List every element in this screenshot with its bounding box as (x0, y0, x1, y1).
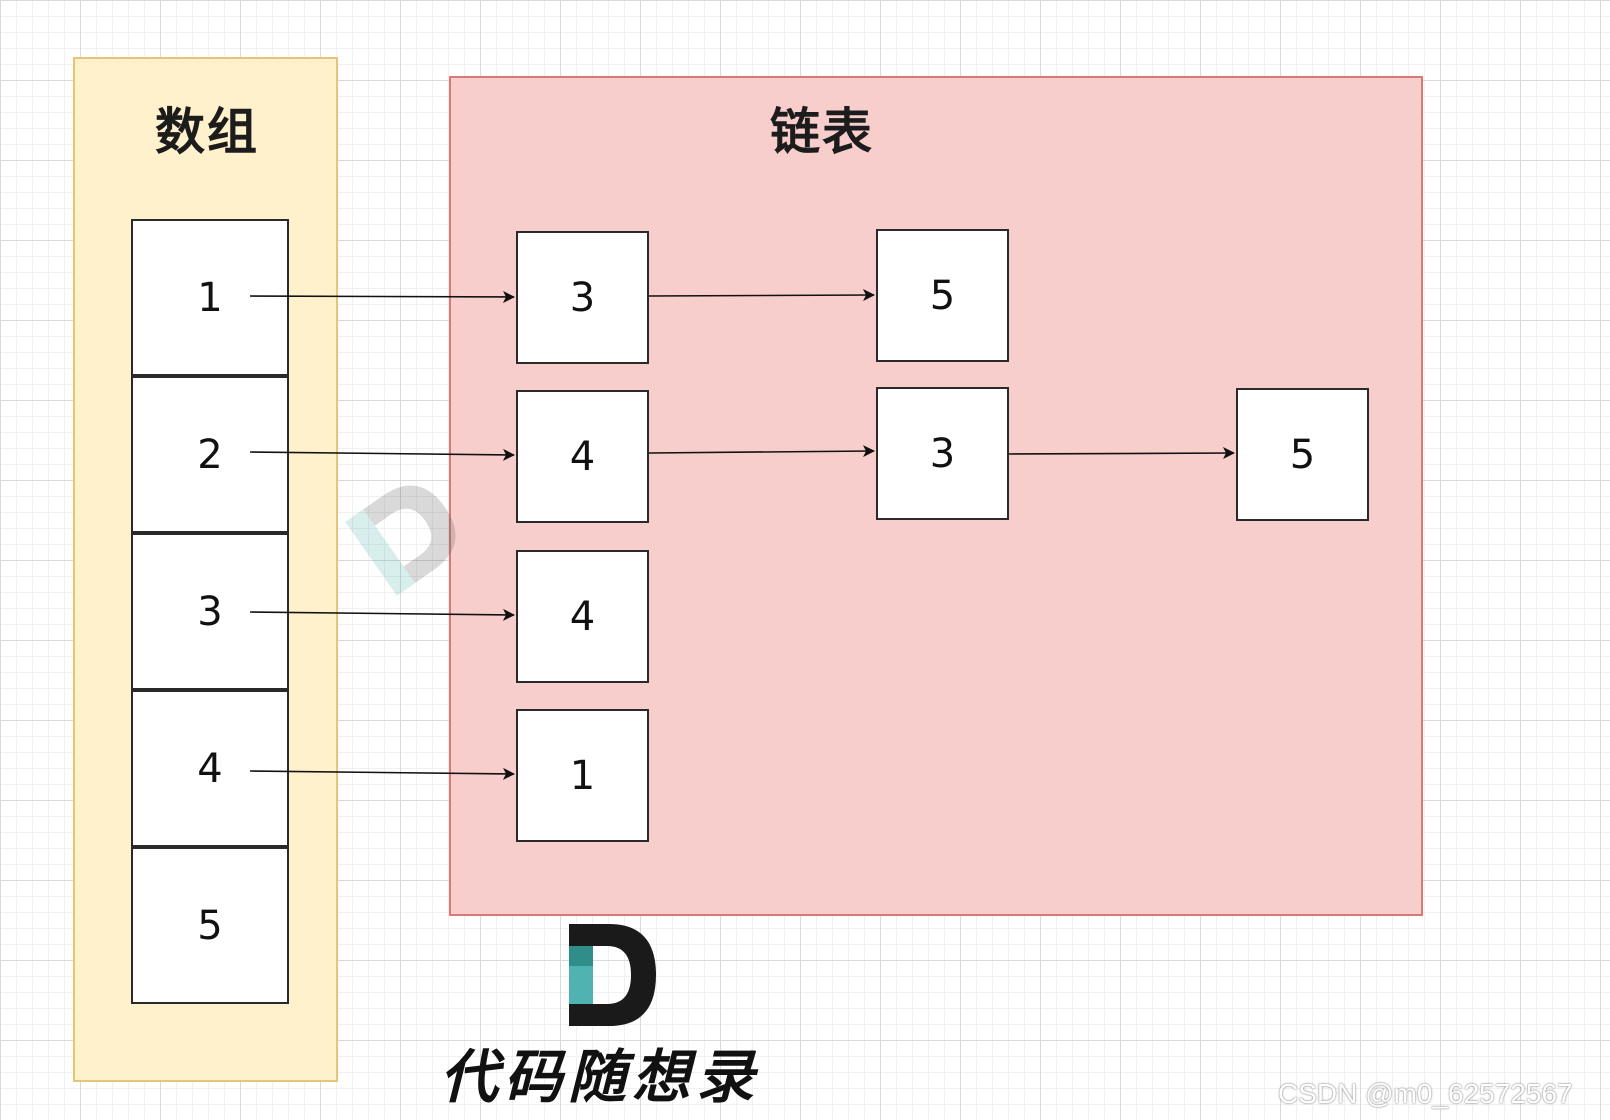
array-cell-3: 3 (131, 533, 289, 690)
list-node-row1-2: 5 (876, 229, 1009, 362)
list-node-row4-1: 1 (516, 709, 649, 842)
watermark-faint-logo (345, 485, 456, 596)
array-cell-5: 5 (131, 847, 289, 1004)
array-cell-1: 1 (131, 219, 289, 376)
list-node-row2-3: 5 (1236, 388, 1369, 521)
list-node-row2-1: 4 (516, 390, 649, 523)
array-title: 数组 (155, 103, 259, 161)
list-node-row3-1: 4 (516, 550, 649, 683)
watermark-logo-text: 代码随想录 (440, 1043, 761, 1111)
list-node-row1-1: 3 (516, 231, 649, 364)
linked-list-title: 链表 (770, 103, 874, 161)
watermark-logo-d-icon (569, 924, 656, 1026)
list-node-row2-2: 3 (876, 387, 1009, 520)
array-cell-4: 4 (131, 690, 289, 847)
array-cell-2: 2 (131, 376, 289, 533)
csdn-credit: CSDN @m0_62572567 (1278, 1078, 1573, 1109)
